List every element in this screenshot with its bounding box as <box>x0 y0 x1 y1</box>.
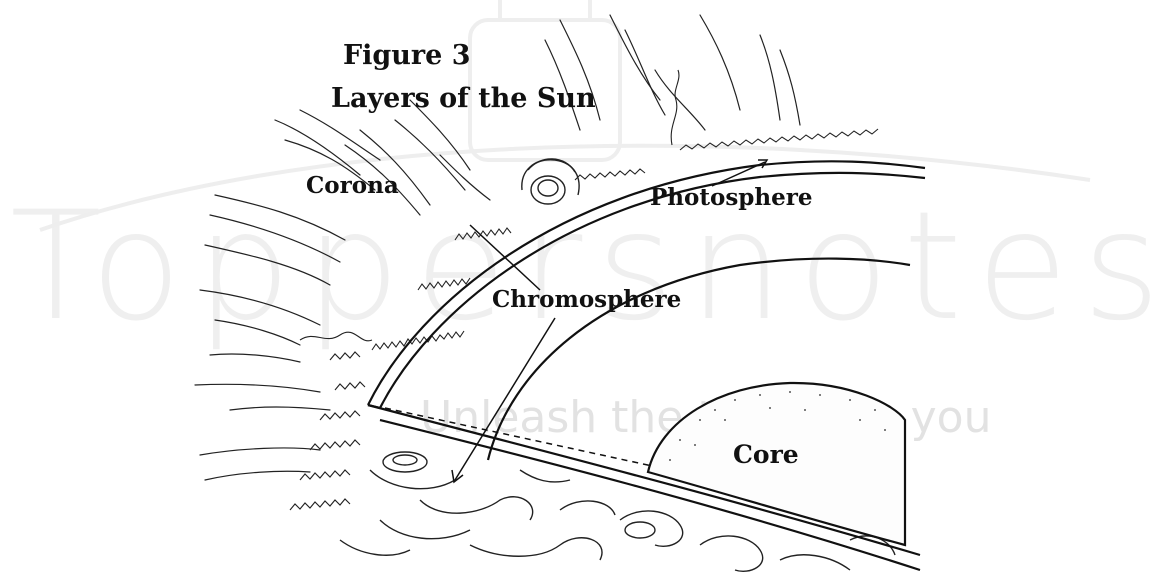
figure-subtitle: Layers of the Sun <box>331 83 596 114</box>
corona-label: Corona <box>306 172 399 199</box>
figure-title: Figure 3 <box>343 40 471 71</box>
core-label: Core <box>733 440 799 469</box>
chromosphere-leader-upper <box>470 225 540 290</box>
watermark-logo <box>40 0 1090 230</box>
prominence-loop <box>522 159 579 204</box>
chromosphere-leader-lower <box>455 318 555 480</box>
cross-section-dashed-line <box>385 408 680 472</box>
photosphere-label: Photosphere <box>650 184 812 211</box>
photosphere-leader <box>712 162 765 186</box>
chromosphere-label: Chromosphere <box>492 286 681 313</box>
